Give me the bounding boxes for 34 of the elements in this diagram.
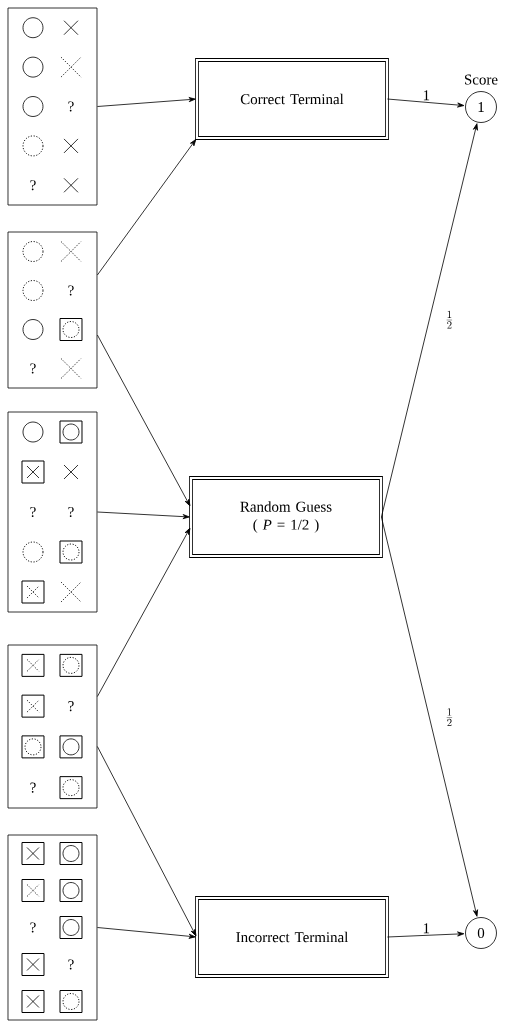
edge-label: 1 <box>423 923 430 934</box>
arrow <box>97 511 190 520</box>
symbol-card <box>7 411 98 613</box>
symbol-card <box>7 644 98 809</box>
double-border-box: Incorrect Terminal <box>195 896 389 978</box>
arrow <box>97 97 196 107</box>
arrow <box>97 334 191 507</box>
arrow <box>387 931 465 938</box>
question-mark: ? <box>68 701 74 712</box>
question-mark: ? <box>30 363 36 374</box>
question-mark: ? <box>30 922 36 933</box>
question-mark: ? <box>68 959 74 970</box>
edge-label: $\frac{1}{2}$ <box>446 310 453 329</box>
score-heading: Score <box>465 74 498 85</box>
arrow <box>97 527 191 697</box>
arrow <box>381 123 478 518</box>
question-mark: ? <box>30 782 36 793</box>
arrow <box>97 139 197 276</box>
edge-label: $\frac{1}{2}$ <box>446 708 453 727</box>
arrow <box>97 746 197 937</box>
edge-label: 1 <box>423 90 430 101</box>
arrow <box>97 927 196 939</box>
question-mark: ? <box>68 506 74 518</box>
arrow <box>381 516 478 917</box>
question-mark: ? <box>68 285 74 296</box>
symbol-card <box>7 834 98 1021</box>
double-border-box: Random Guess ( P = 1/2 ) <box>189 476 383 558</box>
double-border-box: Correct Terminal <box>195 58 389 140</box>
question-mark: ? <box>30 506 36 518</box>
symbol-card <box>7 231 98 389</box>
question-mark: ? <box>30 180 36 191</box>
question-mark: ? <box>68 101 74 112</box>
arrow <box>387 98 465 108</box>
symbol-card <box>7 7 98 206</box>
